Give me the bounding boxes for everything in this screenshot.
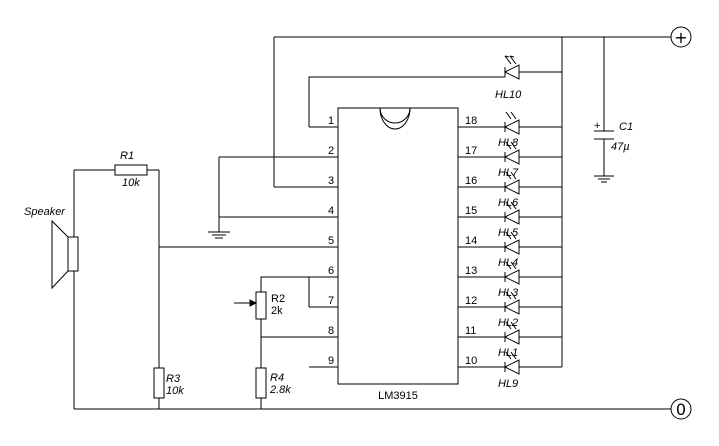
pin-12: 12 (465, 295, 477, 307)
pin-3: 3 (328, 175, 334, 187)
svg-text:+: + (594, 120, 600, 132)
pin-7: 7 (328, 295, 334, 307)
ic-label: LM3915 (378, 390, 418, 402)
c1-name: C1 (619, 121, 633, 133)
pin-2: 2 (328, 145, 334, 157)
led-hl3-label: HL3 (498, 287, 519, 299)
pin-11: 11 (465, 325, 476, 337)
pin-5: 5 (328, 235, 334, 247)
pin-10: 10 (465, 355, 477, 367)
pin-9: 9 (328, 355, 334, 367)
c1-value: 47µ (611, 141, 630, 153)
left-pins: 1 2 3 4 5 6 7 8 9 (159, 115, 338, 368)
speaker: Speaker (24, 206, 79, 290)
led-bargraph: HL10 HL9 HL8 HL7 HL6 (495, 37, 563, 390)
r3-name: R3 (166, 373, 181, 385)
input-network: R1 10k R3 10k (73, 150, 184, 409)
led-hl7-label: HL7 (498, 167, 519, 179)
led-hl8-label: HL8 (498, 137, 519, 149)
led-hl4-label: HL4 (498, 257, 518, 269)
r1-value: 10k (122, 177, 140, 189)
ic-lm3915: LM3915 (337, 107, 459, 402)
right-pins: 18 17 16 15 14 13 12 11 10 (458, 115, 505, 368)
led-hl2: HL2 (498, 299, 562, 329)
pin-14: 14 (465, 235, 477, 247)
r4-name: R4 (270, 372, 284, 384)
led-hl2-label: HL2 (498, 317, 518, 329)
speaker-label: Speaker (24, 206, 66, 218)
pin-16: 16 (465, 175, 477, 187)
plus-terminal: + (670, 26, 692, 48)
ground-pin2-pin4 (208, 157, 230, 239)
led-hl10: HL10 (495, 55, 562, 101)
led-hl9-label: HL9 (498, 378, 518, 390)
resistor-r4: R4 2.8k (255, 367, 291, 409)
r2-name: R2 (271, 293, 285, 305)
ground-rail: 0 (74, 398, 692, 420)
pin-13: 13 (465, 265, 477, 277)
plus-label: + (674, 28, 687, 47)
ground-label: 0 (676, 400, 686, 419)
led-hl5-label: HL5 (498, 227, 519, 239)
pin-17: 17 (465, 145, 477, 157)
led-hl6-label: HL6 (498, 197, 519, 209)
led-hl1-label: HL1 (498, 347, 518, 359)
r1-name: R1 (120, 150, 134, 162)
pin-6: 6 (328, 265, 334, 277)
pin-18: 18 (465, 115, 477, 127)
led-hl9: HL9 (498, 359, 562, 390)
led-hl10-label: HL10 (495, 89, 522, 101)
pin-4: 4 (328, 205, 334, 217)
pin-8: 8 (328, 325, 334, 337)
r3-value: 10k (166, 385, 184, 397)
supply-wiring (273, 36, 671, 187)
led-light-arrows (505, 111, 517, 360)
capacitor-c1: + C1 47µ (594, 37, 633, 183)
pin-1: 1 (328, 115, 334, 127)
led-hl1: HL1 (498, 329, 562, 359)
led-hl4: HL4 (498, 239, 562, 269)
potentiometer-r2: R2 2k (234, 276, 310, 368)
pin-15: 15 (465, 205, 477, 217)
r2-value: 2k (271, 305, 283, 317)
r4-value: 2.8k (269, 384, 291, 396)
